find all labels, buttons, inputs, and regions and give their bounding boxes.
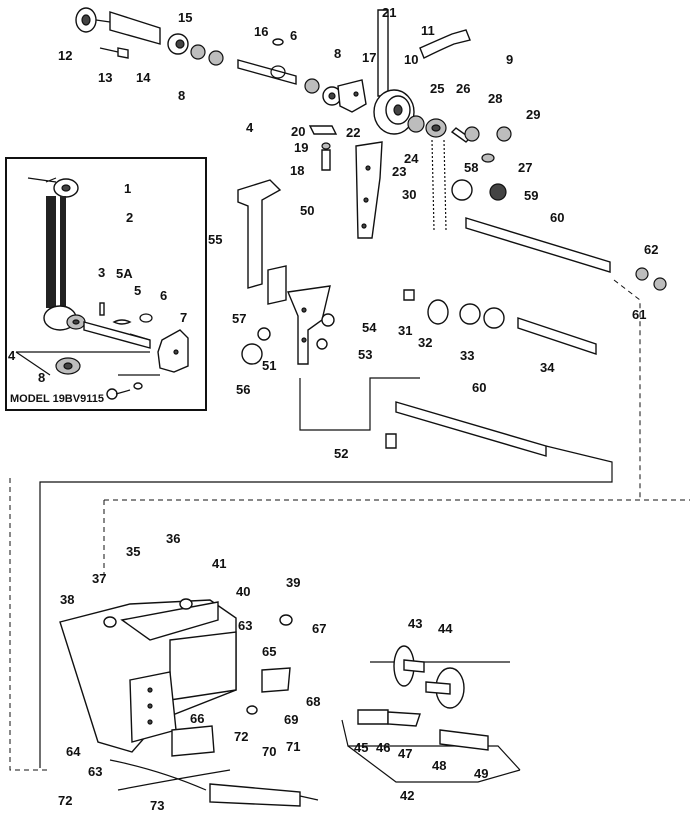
callout-33: 33: [460, 348, 474, 363]
callout-38: 38: [60, 592, 74, 607]
callout-50: 50: [300, 203, 314, 218]
callout-16: 16: [254, 24, 268, 39]
callouts: 1 2 3 4 5 5A 6 7 8 9 10 11 12 13 14 15 1…: [8, 5, 658, 813]
callout-17: 17: [362, 50, 376, 65]
callout-58: 58: [464, 160, 478, 175]
callout-45: 45: [354, 740, 368, 755]
callout-25: 25: [430, 81, 444, 96]
callout-19: 19: [294, 140, 308, 155]
callout-22: 22: [346, 125, 360, 140]
callout-32: 32: [418, 335, 432, 350]
callout-54: 54: [362, 320, 377, 335]
callout-7: 7: [180, 310, 187, 325]
callout-60-top: 60: [550, 210, 564, 225]
callout-70: 70: [262, 744, 276, 759]
callout-67: 67: [312, 621, 326, 636]
callout-35: 35: [126, 544, 140, 559]
callout-51: 51: [262, 358, 276, 373]
callout-29: 29: [526, 107, 540, 122]
callout-72-top: 72: [234, 729, 248, 744]
inset-model-box: MODEL 19BV9115: [5, 157, 207, 411]
callout-23: 23: [392, 164, 406, 179]
callout-39: 39: [286, 575, 300, 590]
inset-belt-assembly: [15, 177, 189, 400]
callout-56: 56: [236, 382, 250, 397]
callout-18: 18: [290, 163, 304, 178]
callout-14: 14: [136, 70, 151, 85]
callout-61: 61: [632, 307, 646, 322]
callout-26: 26: [456, 81, 470, 96]
callout-27: 27: [518, 160, 532, 175]
callout-10: 10: [404, 52, 418, 67]
callout-11: 11: [421, 23, 435, 38]
callout-4-inset: 4: [8, 348, 16, 363]
callout-6-top: 6: [290, 28, 297, 43]
callout-4-top: 4: [246, 120, 254, 135]
callout-13: 13: [98, 70, 112, 85]
coupler-assembly: [357, 645, 510, 751]
callout-62: 62: [644, 242, 658, 257]
inset-caption: MODEL 19BV9115: [10, 393, 104, 405]
callout-21: 21: [382, 5, 396, 20]
right-shafts: [385, 179, 667, 457]
callout-31: 31: [398, 323, 412, 338]
callout-43: 43: [408, 616, 422, 631]
callout-48: 48: [432, 758, 446, 773]
callout-40: 40: [236, 584, 250, 599]
callout-73: 73: [150, 798, 164, 813]
callout-24: 24: [404, 151, 419, 166]
callout-3: 3: [98, 265, 105, 280]
callout-66: 66: [190, 711, 204, 726]
callout-64: 64: [66, 744, 81, 759]
callout-9: 9: [506, 52, 513, 67]
callout-15: 15: [178, 10, 192, 25]
callout-2: 2: [126, 210, 133, 225]
callout-5a: 5A: [116, 266, 133, 281]
callout-52: 52: [334, 446, 348, 461]
callout-1: 1: [124, 181, 131, 196]
callout-63-bottom: 63: [88, 764, 102, 779]
callout-30: 30: [402, 187, 416, 202]
callout-63-top: 63: [238, 618, 252, 633]
brackets: [237, 179, 335, 365]
callout-44: 44: [438, 621, 453, 636]
callout-60-bottom: 60: [472, 380, 486, 395]
callout-28: 28: [488, 91, 502, 106]
callout-37: 37: [92, 571, 106, 586]
callout-8-top-left: 8: [178, 88, 185, 103]
callout-69: 69: [284, 712, 298, 727]
callout-42: 42: [400, 788, 414, 803]
callout-34: 34: [540, 360, 555, 375]
callout-55: 55: [208, 232, 222, 247]
callout-20: 20: [291, 124, 305, 139]
callout-59: 59: [524, 188, 538, 203]
callout-72-bottom: 72: [58, 793, 72, 808]
callout-68: 68: [306, 694, 320, 709]
callout-12: 12: [58, 48, 72, 63]
callout-36: 36: [166, 531, 180, 546]
callout-8-inset: 8: [38, 370, 45, 385]
leader-lines: [9, 279, 690, 783]
callout-49: 49: [474, 766, 488, 781]
callout-57: 57: [232, 311, 246, 326]
callout-71: 71: [286, 739, 300, 754]
top-shaft-assembly: [75, 7, 512, 239]
callout-6-inset: 6: [160, 288, 167, 303]
callout-65: 65: [262, 644, 276, 659]
callout-47: 47: [398, 746, 412, 761]
chute-assembly: [59, 598, 319, 807]
callout-53: 53: [358, 347, 372, 362]
callout-46: 46: [376, 740, 390, 755]
callout-5: 5: [134, 283, 141, 298]
callout-41: 41: [212, 556, 226, 571]
callout-8-top-right: 8: [334, 46, 341, 61]
